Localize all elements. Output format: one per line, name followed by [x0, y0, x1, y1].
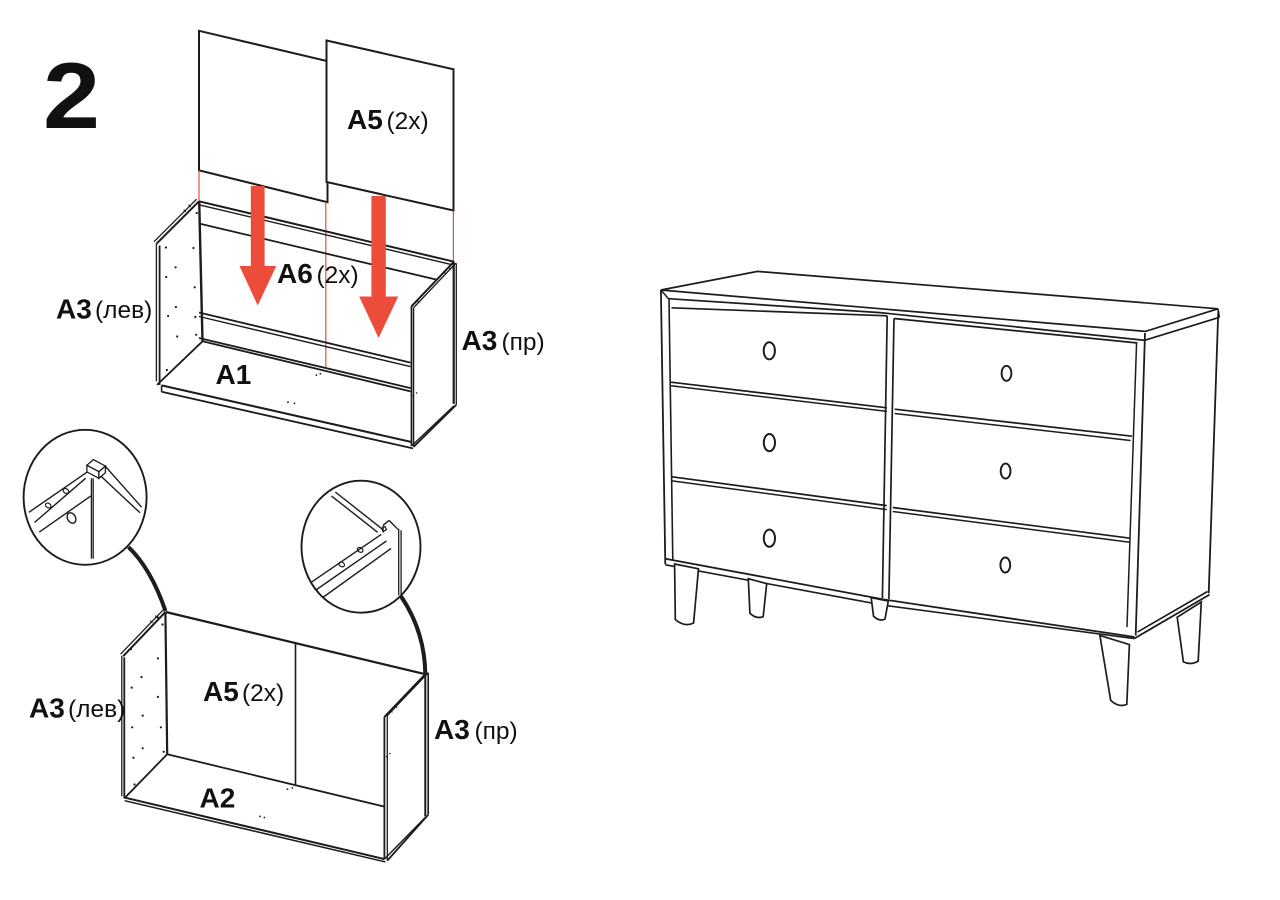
- svg-text:(лев): (лев): [95, 297, 152, 324]
- svg-text:A3: A3: [56, 294, 92, 325]
- svg-text:A3: A3: [462, 325, 498, 356]
- svg-text:A3: A3: [434, 714, 470, 745]
- svg-text:(2x): (2x): [242, 680, 284, 707]
- svg-text:A3: A3: [29, 693, 65, 724]
- svg-text:(пр): (пр): [475, 718, 518, 745]
- svg-text:(пр): (пр): [502, 329, 545, 356]
- svg-text:(2x): (2x): [387, 108, 429, 135]
- svg-text:A5: A5: [203, 676, 239, 707]
- svg-text:(лев): (лев): [68, 696, 125, 723]
- svg-text:A6: A6: [277, 258, 313, 289]
- svg-text:2: 2: [43, 43, 100, 148]
- svg-text:(2x): (2x): [317, 262, 359, 289]
- svg-text:A1: A1: [216, 359, 252, 390]
- svg-text:A2: A2: [200, 783, 236, 814]
- svg-text:A5: A5: [347, 104, 383, 135]
